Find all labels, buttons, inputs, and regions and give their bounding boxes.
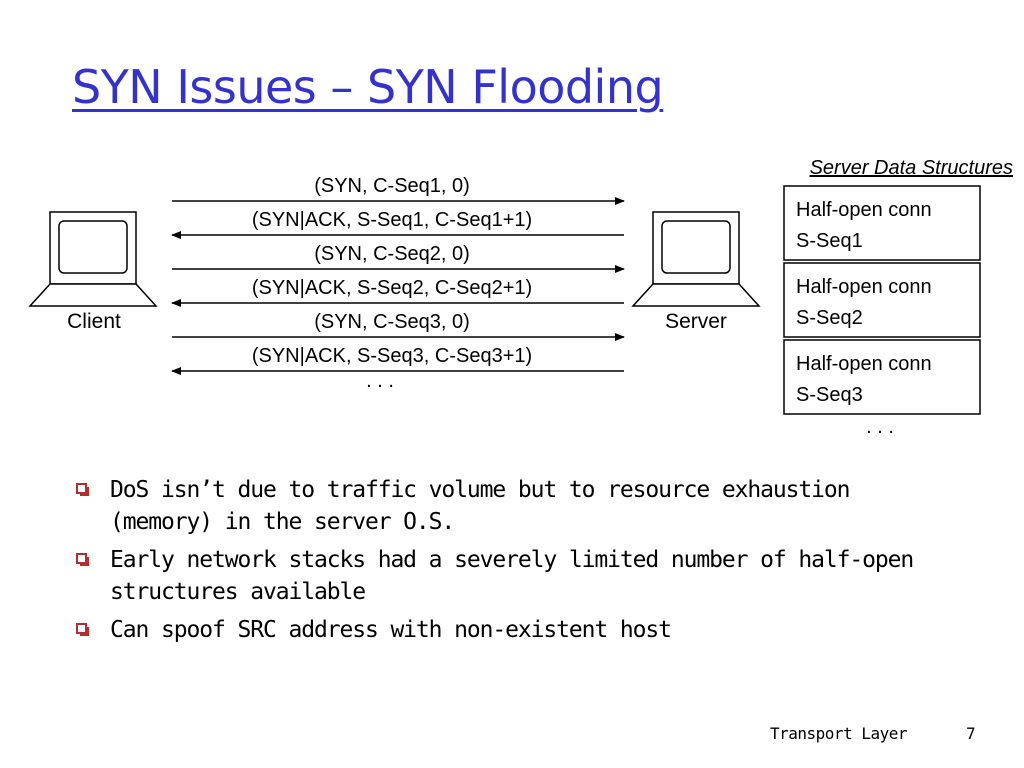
footer-label: Transport Layer <box>770 724 908 743</box>
square-bullet-icon <box>76 553 89 566</box>
bullet-list: DoS isn’t due to traffic volume but to r… <box>72 474 932 652</box>
bullet-item: Early network stacks had a severely limi… <box>72 544 932 608</box>
bullet-text: Can spoof SRC address with non-existent … <box>110 617 672 643</box>
message-label-3: (SYN, C-Seq2, 0) <box>314 243 470 265</box>
half-open-conn-box-3 <box>783 339 981 415</box>
data-structures-ellipsis: . . . <box>866 416 894 438</box>
slide-title: SYN Issues – SYN Flooding <box>72 60 664 114</box>
client-computer-icon <box>28 211 158 307</box>
message-label-6: (SYN|ACK, S-Seq3, C-Seq3+1) <box>252 345 532 367</box>
square-bullet-icon <box>76 623 89 636</box>
half-open-conn-label-3: Half-open conn <box>796 353 932 375</box>
square-bullet-icon <box>76 483 89 496</box>
client-label: Client <box>67 310 121 333</box>
bullet-item: Can spoof SRC address with non-existent … <box>72 614 932 646</box>
messages-ellipsis: . . . <box>366 370 394 392</box>
page-number: 7 <box>966 724 976 743</box>
half-open-conn-box-1 <box>783 185 981 261</box>
bullet-text: Early network stacks had a severely limi… <box>110 547 914 605</box>
half-open-conn-seq-1: S-Seq1 <box>796 230 863 252</box>
half-open-conn-label-2: Half-open conn <box>796 276 932 298</box>
bullet-item: DoS isn’t due to traffic volume but to r… <box>72 474 932 538</box>
message-label-1: (SYN, C-Seq1, 0) <box>314 175 470 197</box>
half-open-conn-box-2 <box>783 262 981 338</box>
message-label-4: (SYN|ACK, S-Seq2, C-Seq2+1) <box>252 277 532 299</box>
half-open-conn-seq-2: S-Seq2 <box>796 307 863 329</box>
message-arrows: (SYN, C-Seq1, 0) (SYN|ACK, S-Seq1, C-Seq… <box>171 175 625 392</box>
message-label-5: (SYN, C-Seq3, 0) <box>314 311 470 333</box>
bullet-text: DoS isn’t due to traffic volume but to r… <box>110 477 850 535</box>
half-open-conn-label-1: Half-open conn <box>796 199 932 221</box>
server-label: Server <box>665 310 727 333</box>
data-structures-title: Server Data Structures <box>810 157 1013 179</box>
server-computer-icon <box>631 211 761 307</box>
message-label-2: (SYN|ACK, S-Seq1, C-Seq1+1) <box>252 209 532 231</box>
half-open-conn-seq-3: S-Seq3 <box>796 384 863 406</box>
server-data-structures: Server Data Structures Half-open conn S-… <box>783 157 1013 438</box>
